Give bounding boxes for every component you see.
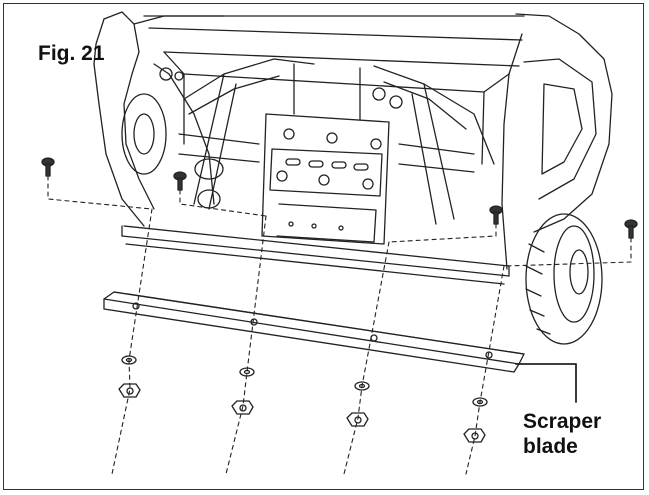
- carriage-bolts: [41, 157, 638, 239]
- housing-interior: [159, 67, 475, 209]
- left-housing-panel: [93, 11, 225, 227]
- bolt-alignment-lines: [47, 175, 632, 267]
- wheel: [525, 213, 603, 345]
- assembly-illustration: [41, 11, 638, 475]
- center-mounting-plate: [261, 63, 390, 245]
- bolt-icon: [173, 171, 187, 191]
- bolt-icon: [489, 205, 503, 225]
- nut-icon: [231, 400, 254, 415]
- scraper-blade-callout: Scraper blade: [523, 409, 601, 459]
- figure-label: Fig. 21: [38, 42, 105, 65]
- housing-bottom-edge: [121, 225, 510, 285]
- nut-icon: [118, 383, 141, 398]
- bolt-icon: [41, 157, 55, 177]
- figure-frame: Fig. 21 Scraper blade: [3, 3, 644, 490]
- right-housing-panel: [501, 13, 613, 270]
- housing-braces: [183, 58, 495, 225]
- callout-line-1: Scraper: [523, 410, 602, 433]
- bolt-icon: [624, 219, 638, 239]
- scraper-blade: [103, 291, 525, 373]
- callout-line-2: blade: [523, 435, 578, 458]
- callout-leader: [515, 363, 577, 403]
- nuts-and-washers: [118, 355, 488, 443]
- housing-top: [143, 15, 525, 165]
- vertical-alignment-lines: [111, 208, 505, 475]
